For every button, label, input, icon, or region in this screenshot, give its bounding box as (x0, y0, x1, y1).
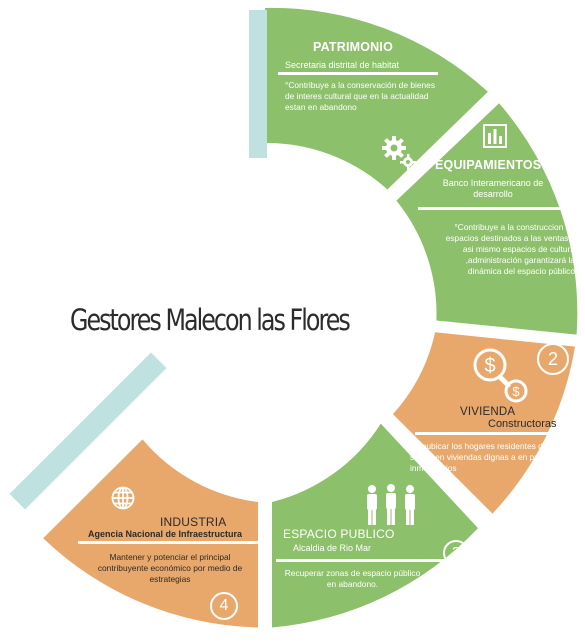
espacio-publico-subtitle: Alcaldia de Rio Mar (293, 543, 372, 553)
patrimonio-subtitle: Secretaria distrital de habitat (285, 60, 400, 70)
equipamientos-description: °Contribuye a la construccion de espacio… (445, 222, 575, 276)
espacio-publico-description: Recuperar zonas de espacio público en ab… (284, 568, 421, 589)
vivienda-subtitle: Constructoras (488, 418, 557, 430)
espacio-publico-title: ESPACIO PUBLICO (283, 527, 395, 541)
industria-title: INDUSTRIA (160, 515, 227, 529)
teal-bar-top (249, 10, 267, 158)
industria-number-badge: 4 (210, 592, 238, 620)
patrimonio-divider (278, 72, 438, 75)
svg-text:$: $ (512, 384, 520, 399)
center-title: Gestores Malecon las Flores (70, 303, 351, 337)
segment-patrimonio (265, 7, 488, 190)
segment-espacio-publico (272, 423, 478, 628)
gears-icon (380, 136, 418, 172)
bar-chart-icon (483, 124, 507, 148)
espacio-publico-number-badge: 3 (443, 540, 469, 566)
vivienda-title: VIVIENDA (460, 406, 516, 418)
segment-vivienda (393, 332, 575, 514)
svg-text:$: $ (484, 355, 495, 377)
equipamientos-divider (418, 207, 568, 210)
segment-industria (43, 439, 259, 628)
equipamientos-title: EQUIPAMIENTOS (435, 158, 542, 172)
equipamientos-subtitle: Banco Interamericano de desarrollo (442, 178, 544, 199)
industria-description: Mantener y potenciar el principal contri… (97, 552, 243, 584)
people-icon (363, 484, 419, 526)
segment-equipamientos (396, 103, 578, 335)
patrimonio-title: PATRIMONIO (313, 40, 394, 54)
espacio-publico-divider (276, 559, 446, 562)
patrimonio-description: °Contribuye a la conservación de bienes … (285, 80, 436, 112)
vivienda-divider (415, 432, 575, 435)
industria-subtitle: Agencia Nacional de Infraestructura (88, 529, 243, 539)
money-search-icon: $ $ (470, 345, 534, 407)
globe-icon (111, 486, 135, 510)
teal-bar-bottom-left (9, 352, 167, 510)
vivienda-number-badge: 2 (537, 343, 569, 375)
vivienda-description: ° Reubicar los hogares residentes del se… (410, 441, 566, 473)
industria-divider (78, 541, 258, 544)
